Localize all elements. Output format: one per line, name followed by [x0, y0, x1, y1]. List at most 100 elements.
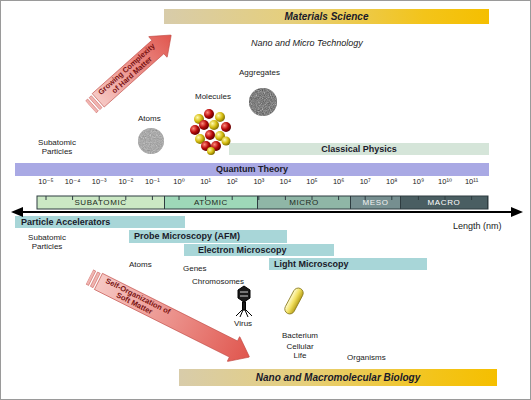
molecule-atom — [204, 109, 214, 119]
virus-leg — [240, 310, 243, 317]
axis-head — [511, 207, 523, 217]
scale-segment: MESO — [351, 196, 401, 209]
molecule-atom — [205, 130, 215, 140]
node-text: Nano and Macromolecular Biology — [256, 373, 420, 383]
molecule-atom — [209, 120, 219, 130]
molecule-atom — [207, 147, 215, 155]
bacterium-icon — [283, 286, 305, 315]
scale-number: 10⁸ — [377, 178, 407, 187]
node-text: Light Microscopy — [274, 260, 349, 269]
object-label: Bacterium — [282, 331, 318, 340]
object-label: Chromosomes — [192, 277, 244, 286]
scale-segment: MACRO — [401, 196, 488, 209]
trend-arrow: Growing Complexity of Hard Matter — [81, 25, 180, 118]
aggregate-image — [249, 88, 277, 116]
scale-number: 10¹ — [191, 178, 221, 187]
aggregate-disc — [249, 88, 277, 116]
method-bar: Electron Microscopy — [184, 244, 334, 256]
virus-stripe — [240, 292, 248, 293]
method-bar: Particle Accelerators — [15, 216, 185, 228]
molecule-atom — [215, 112, 225, 122]
molecule-atom — [195, 134, 205, 144]
object-label: Subatomic Particles — [31, 138, 83, 156]
method-bar: Light Microscopy — [269, 258, 427, 270]
node-text: MACRO — [428, 199, 461, 207]
scale-segment: SUBATOMIC — [37, 196, 165, 209]
scale-number: 10⁻² — [111, 178, 141, 187]
object-label: Molecules — [195, 92, 231, 101]
arrow-body — [92, 269, 256, 370]
scale-segment: ATOMIC — [165, 196, 258, 209]
scale-number: 10⁴ — [270, 178, 300, 187]
scale-number: 10⁻³ — [84, 178, 114, 187]
virus-leg — [236, 310, 242, 316]
virus-stripe — [240, 296, 248, 297]
axis-label: Length (nm) — [453, 221, 502, 231]
field-band: Materials Science — [164, 9, 489, 24]
scale-ticks — [37, 196, 488, 209]
object-label: Atoms — [129, 260, 152, 269]
virus-leg — [245, 310, 248, 317]
object-label: Atoms — [138, 114, 161, 123]
scale-number: 10⁻⁴ — [58, 178, 88, 187]
node-text: Particle Accelerators — [21, 218, 110, 227]
virus-head — [238, 286, 250, 302]
molecule-atom — [190, 125, 200, 135]
method-bar: Probe Microscopy (AFM) — [129, 230, 287, 243]
scale-number: 10⁹ — [403, 178, 433, 187]
molecule-atom — [194, 114, 204, 124]
field-band: Nano and Macromolecular Biology — [179, 369, 497, 386]
molecule-image — [190, 109, 231, 155]
scale-number: 10⁶ — [324, 178, 354, 187]
virus-icon — [236, 286, 252, 317]
node-text: Materials Science — [285, 12, 369, 22]
axis-line — [19, 211, 515, 213]
node-text: MICRO — [289, 199, 319, 207]
node-text: SUBATOMIC — [74, 199, 126, 207]
molecule-atom — [211, 141, 221, 151]
object-label: Aggregates — [239, 68, 280, 77]
bacterium-body — [283, 286, 305, 315]
scale-number: 10⁵ — [297, 178, 327, 187]
scale-number: 10⁻⁵ — [31, 178, 61, 187]
scale-number: 10³ — [244, 178, 274, 187]
object-label: Cellular Life — [282, 342, 318, 360]
atom-disc — [138, 128, 164, 154]
arrow-text: Growing Complexity of Hard Matter — [94, 39, 165, 105]
virus-leg — [246, 310, 252, 316]
scale-number: 10⁰ — [164, 178, 194, 187]
node-text: ATOMIC — [194, 199, 228, 207]
scale-outline — [37, 196, 488, 209]
scale-number: 10² — [217, 178, 247, 187]
object-label: Organisms — [347, 353, 386, 362]
arrow-text: Self-Organization of Soft Matter — [96, 275, 175, 326]
virus-tail — [243, 302, 246, 310]
theory-band: Quantum Theory — [15, 163, 489, 176]
scale-number: 10⁷ — [350, 178, 380, 187]
scale-number: 10⁻¹ — [137, 178, 167, 187]
atom-image — [138, 128, 164, 154]
scale-number: 10¹¹ — [457, 178, 487, 187]
node-text: Probe Microscopy (AFM) — [134, 232, 240, 241]
object-label: Virus — [234, 319, 252, 328]
molecule-atom — [201, 141, 211, 151]
molecule-atom — [215, 131, 225, 141]
field-label: Nano and Micro Technology — [251, 38, 363, 48]
object-label: Genes — [183, 264, 207, 273]
scale-number: 10¹⁰ — [430, 178, 460, 187]
node-text: MESO — [363, 199, 389, 207]
aggregate-texture — [249, 88, 277, 116]
object-label: Subatomic Particles — [21, 233, 73, 251]
arrow-text-box: Self-Organization of Soft Matter — [96, 274, 176, 326]
node-text: Classical Physics — [321, 145, 397, 154]
molecule-atom — [221, 122, 231, 132]
atom-texture — [138, 128, 164, 154]
node-text: Quantum Theory — [216, 165, 288, 174]
molecule-atom — [199, 120, 209, 130]
arrow-body — [89, 25, 181, 111]
arrow-text-box: Growing Complexity of Hard Matter — [94, 39, 166, 106]
scale-segment: MICRO — [258, 196, 351, 209]
node-text: Electron Microscopy — [198, 246, 287, 255]
theory-band: Classical Physics — [229, 143, 489, 155]
